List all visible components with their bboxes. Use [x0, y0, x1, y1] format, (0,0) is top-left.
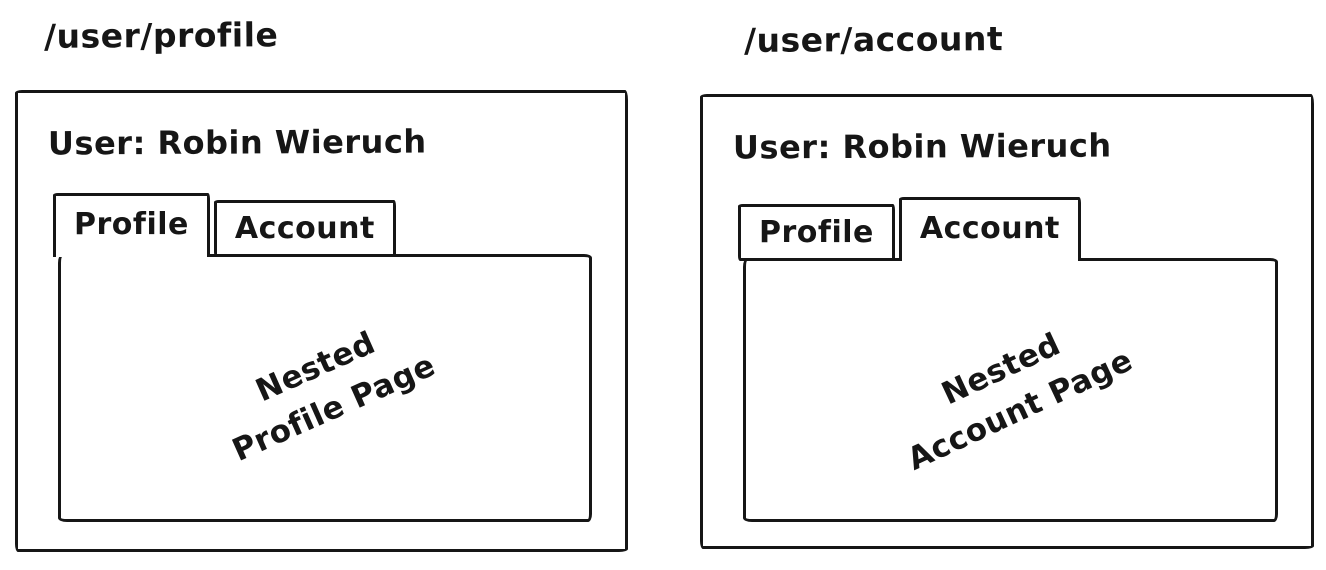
nested-page-text: Nested Account Page — [881, 298, 1140, 483]
window-content: User: Robin Wieruch Profile Account Nest… — [703, 97, 1311, 546]
app-window-account: User: Robin Wieruch Profile Account Nest… — [700, 94, 1314, 549]
user-heading: User: Robin Wieruch — [47, 122, 427, 163]
tab-profile[interactable]: Profile — [53, 193, 210, 257]
route-label-account: /user/account — [743, 19, 1004, 60]
route-label-profile: /user/profile — [43, 15, 279, 56]
tab-account[interactable]: Account — [898, 197, 1081, 261]
tab-label: Profile — [74, 207, 189, 242]
nested-page-panel: Nested Profile Page — [58, 254, 592, 522]
tab-label: Profile — [759, 215, 874, 250]
window-content: User: Robin Wieruch Profile Account Nest… — [18, 93, 625, 549]
tab-label: Account — [919, 211, 1060, 246]
tab-account[interactable]: Account — [213, 200, 396, 257]
nested-page-text: Nested Profile Page — [207, 303, 443, 474]
app-window-profile: User: Robin Wieruch Profile Account Nest… — [15, 90, 628, 552]
nested-page-panel: Nested Account Page — [743, 258, 1278, 522]
tab-profile[interactable]: Profile — [738, 204, 895, 261]
tab-bar: Profile Account — [738, 197, 1311, 261]
tab-bar: Profile Account — [53, 193, 625, 257]
user-heading: User: Robin Wieruch — [732, 126, 1112, 167]
tab-label: Account — [234, 211, 375, 246]
